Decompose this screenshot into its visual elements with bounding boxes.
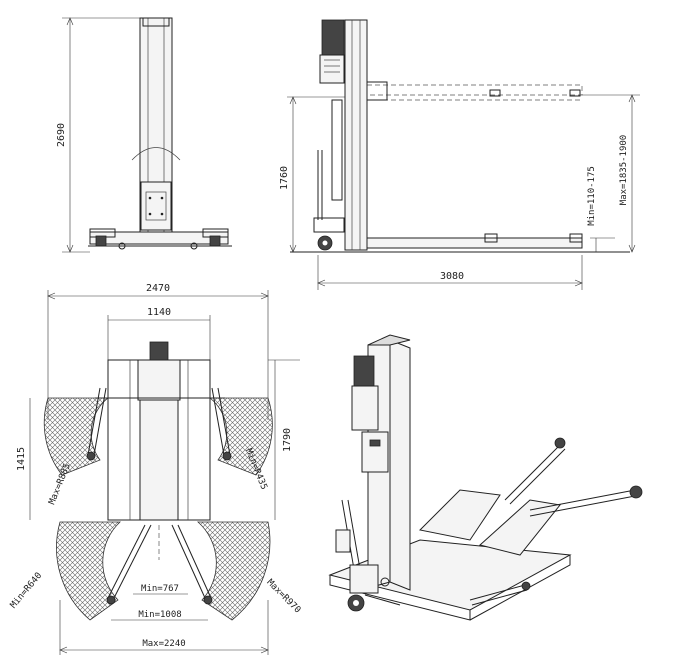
side-max-height-label: Max=1835-1900: [619, 135, 629, 205]
radius-left-lower-label: Min=R640: [9, 571, 45, 611]
top-column-width-label: 1140: [147, 307, 171, 318]
side-lift-height-label: 1760: [279, 166, 290, 190]
min-767-label: Min=767: [141, 584, 179, 594]
max-2240-label: Max=2240: [142, 639, 185, 649]
side-min-height-label: Min=110-175: [587, 166, 597, 226]
radius-left-upper-label: Max=R885: [47, 462, 73, 506]
front-height-label: 2690: [56, 123, 67, 147]
top-depth-right-label: 1790: [282, 428, 293, 452]
radius-right-lower-label: Max=R970: [265, 578, 303, 616]
top-overall-width-label: 2470: [146, 283, 170, 294]
isometric-view: [328, 334, 643, 621]
side-length-label: 3080: [440, 271, 464, 282]
min-1008-label: Min=1008: [138, 610, 181, 620]
top-depth-left-label: 1415: [16, 447, 27, 471]
front-view: [62, 17, 232, 253]
top-view: [29, 290, 300, 655]
side-view: [287, 19, 640, 290]
